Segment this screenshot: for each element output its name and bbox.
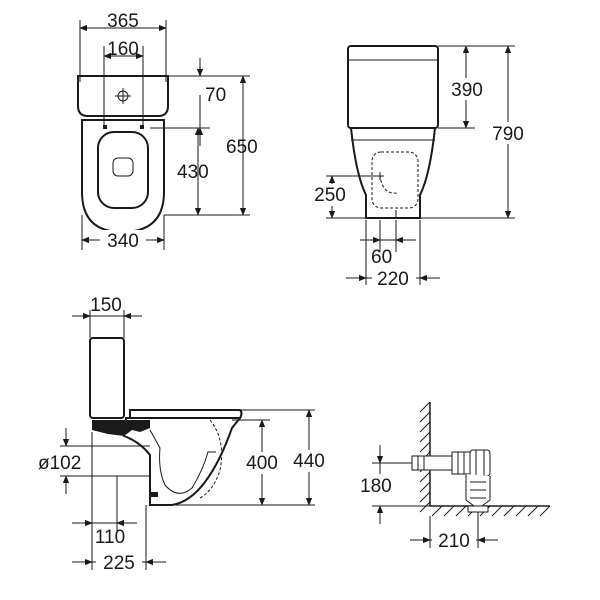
dim-wall-distance: 210 (438, 531, 470, 552)
dim-bowl-length: 430 (177, 162, 209, 183)
dim-overall-width: 365 (107, 11, 139, 32)
top-view: 365 160 70 650 430 340 (77, 11, 258, 252)
floor-hatch (431, 505, 551, 517)
dim-seat-height: 400 (246, 453, 278, 474)
dim-overall-height: 790 (492, 124, 524, 145)
dim-fixing-spacing: 160 (107, 39, 139, 60)
front-view-cistern (347, 45, 439, 129)
side-view-outlet-cap (150, 492, 158, 497)
dim-rim-height: 440 (293, 451, 325, 472)
side-view-seat (129, 409, 243, 419)
dim-bowl-width: 340 (107, 231, 139, 252)
side-view: 150 ø102 400 440 110 225 (38, 295, 331, 574)
dim-outlet-center-height: 180 (360, 476, 392, 497)
dim-base-width: 220 (377, 269, 409, 290)
top-view-drain (112, 157, 134, 177)
dim-overall-length: 650 (226, 137, 258, 158)
side-view-bowl (122, 417, 243, 506)
front-view: 390 790 250 60 220 (308, 45, 530, 290)
wall-detail: 180 210 (360, 401, 551, 552)
top-view-fixing-point (103, 125, 107, 129)
front-view-hidden-outlet (371, 151, 419, 209)
dim-outlet-height: 250 (314, 185, 346, 206)
dim-pipe-diameter: ø102 (38, 453, 81, 474)
dim-fixing-offset: 70 (205, 85, 226, 106)
dim-cistern-depth: 150 (90, 295, 122, 316)
dim-outlet-width: 60 (371, 247, 392, 268)
dim-outlet-distance: 225 (103, 553, 135, 574)
top-view-fixing-point (140, 125, 144, 129)
dim-cistern-height: 390 (451, 80, 483, 101)
top-view-bowl-inner (97, 131, 149, 209)
dim-outlet-offset: 110 (95, 527, 125, 548)
side-view-outlet-seal (92, 420, 150, 436)
front-view-pedestal (349, 127, 437, 219)
side-view-cistern (89, 337, 125, 419)
